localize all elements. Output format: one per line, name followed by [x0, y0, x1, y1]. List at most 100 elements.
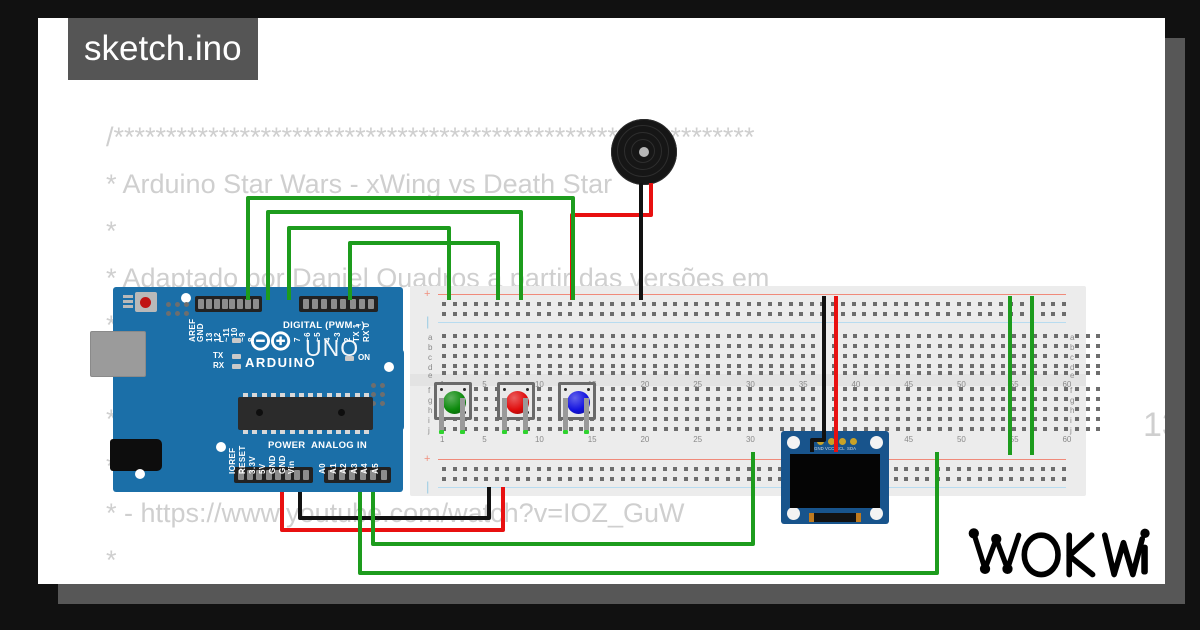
breadboard-hole	[705, 371, 710, 375]
header-pin[interactable]	[256, 470, 263, 480]
header-pin[interactable]	[237, 299, 244, 309]
wire-digital-3[interactable]	[348, 241, 500, 300]
breadboard-hole	[505, 371, 510, 375]
header-pin[interactable]	[338, 470, 345, 480]
breadboard-hole	[1096, 364, 1101, 368]
breadboard-hole	[463, 302, 468, 306]
breadboard-hole	[946, 302, 951, 306]
breadboard-row-letter: c	[1070, 353, 1074, 362]
breadboard-hole	[998, 312, 1003, 316]
header-pin[interactable]	[275, 470, 282, 480]
header-pin[interactable]	[221, 299, 228, 309]
breadboard-hole	[473, 354, 478, 358]
header-pin[interactable]	[265, 470, 272, 480]
header-pin[interactable]	[284, 470, 291, 480]
header-pin[interactable]	[245, 299, 252, 309]
breadboard-hole	[1075, 364, 1079, 368]
buzzer[interactable]	[611, 119, 677, 185]
breadboard-hole	[916, 417, 921, 421]
header-pin[interactable]	[197, 299, 204, 309]
breadboard-hole	[1019, 312, 1024, 316]
breadboard-hole	[589, 354, 594, 358]
breadboard-hole	[811, 387, 816, 391]
header-pin[interactable]	[380, 470, 387, 480]
header-pin[interactable]	[293, 470, 300, 480]
header-pin[interactable]	[321, 299, 328, 309]
wire-digital-9[interactable]	[287, 226, 451, 300]
breadboard-hole	[779, 364, 784, 368]
breadboard-hole	[800, 397, 805, 401]
breadboard-hole	[473, 427, 478, 431]
header-pin[interactable]	[229, 299, 236, 309]
label-led-l: L	[219, 335, 224, 344]
breadboard-hole	[809, 302, 814, 306]
header-pin[interactable]	[359, 470, 366, 480]
breadboard-hole	[494, 477, 499, 481]
digital-header-8-13[interactable]	[195, 296, 262, 312]
breadboard-hole	[977, 477, 982, 481]
wire-a4-sda[interactable]	[358, 452, 939, 575]
breadboard-hole	[610, 427, 615, 431]
breadboard-hole	[758, 344, 763, 348]
header-pin[interactable]	[253, 299, 260, 309]
wire-a5-scl[interactable]	[371, 452, 755, 546]
header-pin[interactable]	[303, 470, 310, 480]
header-pin[interactable]	[349, 299, 356, 309]
header-pin[interactable]	[237, 470, 244, 480]
breadboard-hole	[526, 344, 531, 348]
wire-gnd-rail[interactable]	[298, 487, 491, 520]
breadboard-hole	[935, 302, 940, 306]
breadboard-hole	[494, 364, 499, 368]
breadboard-hole	[958, 387, 963, 391]
oled-pad-sda[interactable]	[850, 438, 857, 445]
header-pin[interactable]	[247, 470, 254, 480]
breadboard-column-number: 50	[956, 380, 966, 389]
oled-pad-scl[interactable]	[839, 438, 846, 445]
breadboard-hole	[1040, 477, 1045, 481]
reset-button[interactable]	[135, 292, 157, 312]
breadboard-hole	[948, 397, 953, 401]
header-pin[interactable]	[349, 470, 356, 480]
breadboard-hole	[547, 312, 551, 316]
header-pin[interactable]	[330, 299, 337, 309]
breadboard-hole	[958, 354, 963, 358]
breadboard-hole	[494, 427, 499, 431]
breadboard-hole	[842, 334, 847, 338]
breadboard-hole	[526, 312, 531, 316]
breadboard-hole	[747, 397, 752, 401]
wire-5v-rail[interactable]	[280, 487, 505, 532]
breadboard-hole	[874, 387, 879, 391]
breadboard-hole	[916, 407, 921, 411]
breadboard-hole	[536, 334, 541, 338]
breadboard-hole	[864, 344, 868, 348]
header-pin[interactable]	[368, 299, 375, 309]
header-pin[interactable]	[370, 470, 377, 480]
wire-oled-gnd[interactable]	[810, 296, 826, 452]
oled-pad-vcc[interactable]	[828, 438, 835, 445]
breadboard-hole	[769, 397, 774, 401]
header-pin[interactable]	[302, 299, 309, 309]
header-pin[interactable]	[328, 470, 335, 480]
breadboard-column-number: 60	[1062, 435, 1072, 444]
header-pin[interactable]	[312, 299, 319, 309]
analog-header[interactable]	[324, 467, 391, 483]
breadboard-hole	[800, 354, 805, 358]
file-tab-sketch-ino[interactable]: sketch.ino	[68, 18, 258, 80]
wire-digital-11[interactable]	[266, 210, 523, 300]
header-pin[interactable]	[358, 299, 365, 309]
oled-mount-hole	[870, 436, 883, 449]
breadboard-hole	[841, 312, 846, 316]
mounting-hole	[384, 362, 394, 372]
header-pin[interactable]	[205, 299, 212, 309]
power-header[interactable]	[234, 467, 313, 483]
breadboard-hole	[716, 364, 721, 368]
oled-display[interactable]: GND VCC SCL SDA	[781, 431, 889, 524]
pushbutton-blue-legs	[558, 398, 596, 438]
header-pin[interactable]	[340, 299, 347, 309]
breadboard-hole	[663, 427, 668, 431]
breadboard-hole	[442, 427, 446, 431]
header-pin[interactable]	[213, 299, 220, 309]
breadboard-hole	[484, 344, 489, 348]
digital-header-0-7[interactable]	[299, 296, 378, 312]
